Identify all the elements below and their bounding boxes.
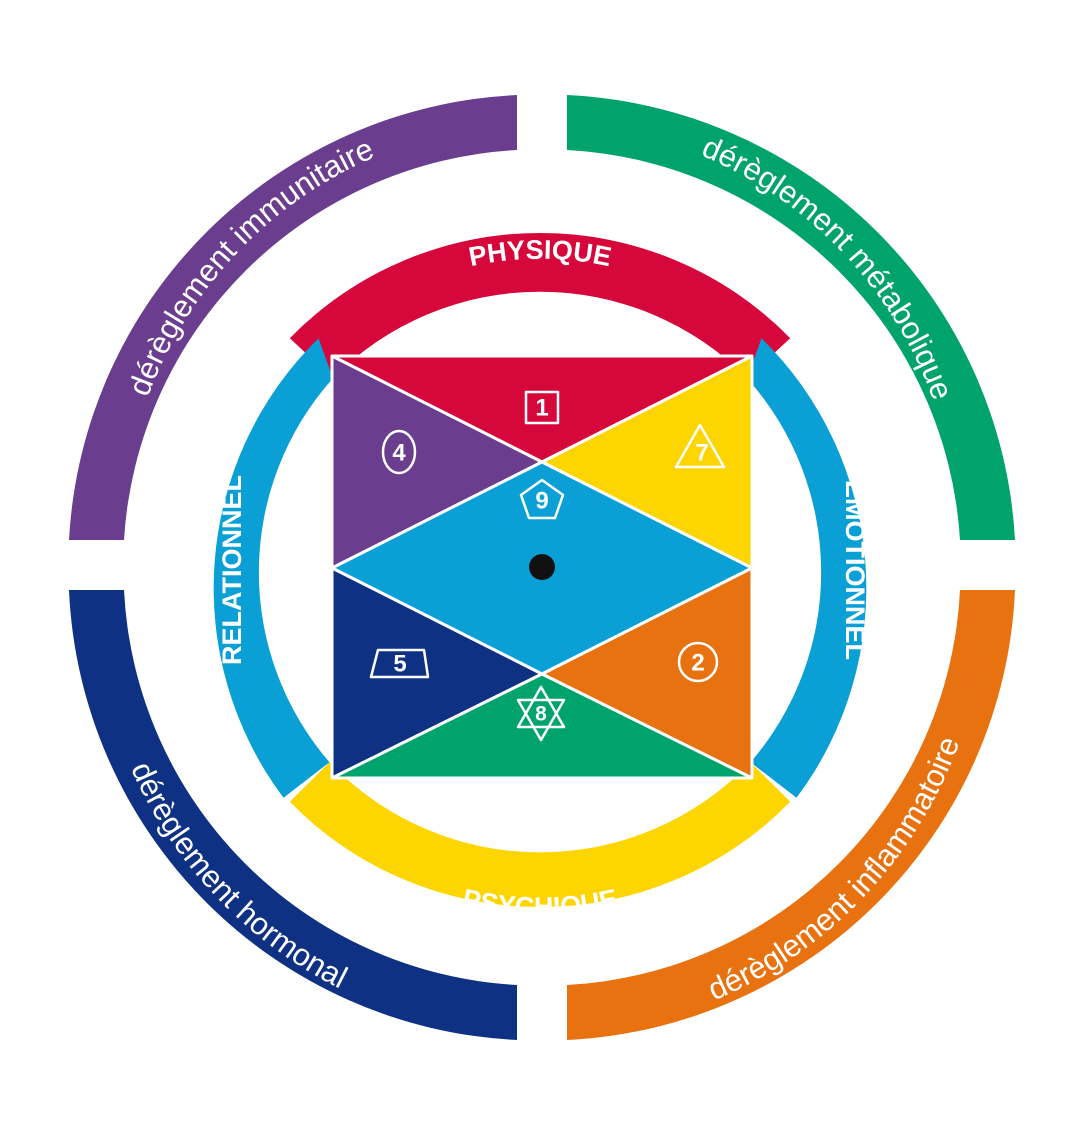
- center-square: [330, 354, 754, 780]
- inner-arc-emotionnel: [747, 338, 867, 798]
- circle-symbol-icon: [677, 641, 719, 683]
- number-5: 5: [393, 651, 406, 678]
- number-8: 8: [535, 703, 547, 726]
- center-dot: [529, 554, 555, 580]
- trapezoid-symbol-icon: [369, 648, 430, 679]
- oval-symbol-icon: [381, 429, 417, 475]
- star-of-david-icon: [516, 685, 566, 742]
- square-symbol-icon: [524, 390, 560, 425]
- number-4: 4: [392, 440, 406, 467]
- number-7: 7: [695, 440, 708, 467]
- outer-arc-immunitaire: [69, 95, 517, 540]
- triangle-symbol-icon: [674, 423, 726, 469]
- outer-arc-metabolique: [567, 95, 1015, 540]
- number-1: 1: [535, 395, 548, 422]
- number-9: 9: [535, 488, 548, 515]
- inner-arc-psychique: [289, 762, 791, 908]
- inner-arc-physique: [289, 232, 791, 379]
- pentagon-symbol-icon: [519, 478, 565, 520]
- label-relationnel: RELATIONNEL: [217, 475, 247, 665]
- inner-arc-relationnel: [213, 338, 333, 798]
- outer-arc-hormonal: [69, 590, 517, 1040]
- label-emotionnel: EMOTIONNEL: [840, 480, 870, 660]
- number-2: 2: [691, 650, 704, 677]
- outer-arc-inflammatoire: [567, 590, 1015, 1040]
